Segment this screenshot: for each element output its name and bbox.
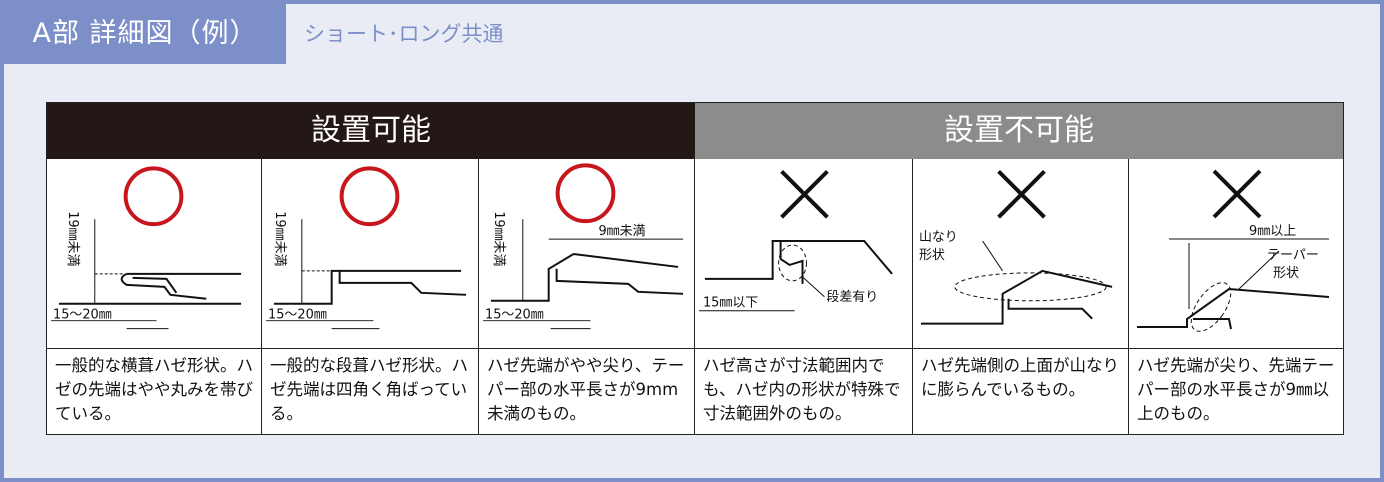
case-description-4: ハゼ高さが寸法範囲内でも、ハゼ内の形状が特殊で寸法範囲外のもの。 <box>695 348 912 434</box>
ok-circle-icon <box>123 166 184 227</box>
ok-circle-icon <box>555 163 616 224</box>
shape-note-label-2: 形状 <box>919 248 945 263</box>
width-label: 15〜20㎜ <box>485 308 544 323</box>
width-label: 15〜20㎜ <box>53 308 112 323</box>
ok-circle-icon <box>339 166 400 227</box>
height-label: 19㎜未満 <box>272 211 287 266</box>
case-description-2: 一般的な段葺ハゼ形状。ハゼ先端は四角く角ばっている。 <box>262 348 478 434</box>
case-column-6: 9㎜以上 テーパー 形状 ハゼ先端が尖り、先端テーパー部の水平長さが9㎜以上のも… <box>1129 159 1343 434</box>
seam-diagram-1: 19㎜未満 15〜20㎜ <box>50 166 242 330</box>
case-column-3: 19㎜未満 9㎜未満 15〜20㎜ ハゼ先端がやや尖り、テーパー部の水平長さが9… <box>479 159 695 434</box>
height-label: 19㎜未満 <box>491 211 506 266</box>
step-note-label: 段差有り <box>826 290 878 305</box>
ng-cross-icon <box>1212 169 1262 219</box>
case-column-2: 19㎜未満 15〜20㎜ 一般的な段葺ハゼ形状。ハゼ先端は四角く角ばっている。 <box>262 159 479 434</box>
height-label: 19㎜未満 <box>65 211 80 266</box>
seam-diagram-3: 19㎜未満 9㎜未満 15〜20㎜ <box>482 163 684 330</box>
width-label: 15〜20㎜ <box>268 308 327 323</box>
case-description-5: ハゼ先端側の上面が山なりに膨らんでいるもの。 <box>913 348 1128 434</box>
taper-label: 9㎜以上 <box>1249 224 1296 239</box>
taper-note-label-2: 形状 <box>1273 266 1299 281</box>
compatibility-table: 設置可能 設置不可能 19㎜未満 15〜20㎜ 一般的な横葺ハゼ形状。ハゼの先端… <box>46 102 1344 435</box>
case-description-1: 一般的な横葺ハゼ形状。ハゼの先端はやや丸みを帯びている。 <box>47 348 261 434</box>
case-column-1: 19㎜未満 15〜20㎜ 一般的な横葺ハゼ形状。ハゼの先端はやや丸みを帯びている… <box>47 159 262 434</box>
header-installable: 設置可能 <box>47 103 695 159</box>
seam-diagram-6: 9㎜以上 テーパー 形状 <box>1137 169 1330 332</box>
seam-diagram-4: 15㎜以下 段差有り <box>698 169 893 312</box>
taper-note-label: テーパー <box>1267 248 1319 263</box>
shape-note-label: 山なり <box>919 230 958 245</box>
case-column-4: 15㎜以下 段差有り ハゼ高さが寸法範囲内でも、ハゼ内の形状が特殊で寸法範囲外の… <box>695 159 913 434</box>
case-description-3: ハゼ先端がやや尖り、テーパー部の水平長さが9mm未満のもの。 <box>479 348 694 434</box>
seam-diagram-5: 山なり 形状 <box>919 169 1113 325</box>
taper-label: 9㎜未満 <box>598 224 645 239</box>
case-description-6: ハゼ先端が尖り、先端テーパー部の水平長さが9㎜以上のもの。 <box>1129 348 1343 434</box>
header-not-installable: 設置不可能 <box>695 103 1343 159</box>
width-label: 15㎜以下 <box>703 296 758 311</box>
case-column-5: 山なり 形状 ハゼ先端側の上面が山なりに膨らんでいるもの。 <box>913 159 1129 434</box>
section-subtitle: ショート･ロング共通 <box>304 22 504 46</box>
ng-cross-icon <box>780 169 829 219</box>
ng-cross-icon <box>997 169 1046 219</box>
section-title: A部 詳細図（例） <box>4 4 286 64</box>
seam-diagram-2: 19㎜未満 15〜20㎜ <box>265 166 467 330</box>
